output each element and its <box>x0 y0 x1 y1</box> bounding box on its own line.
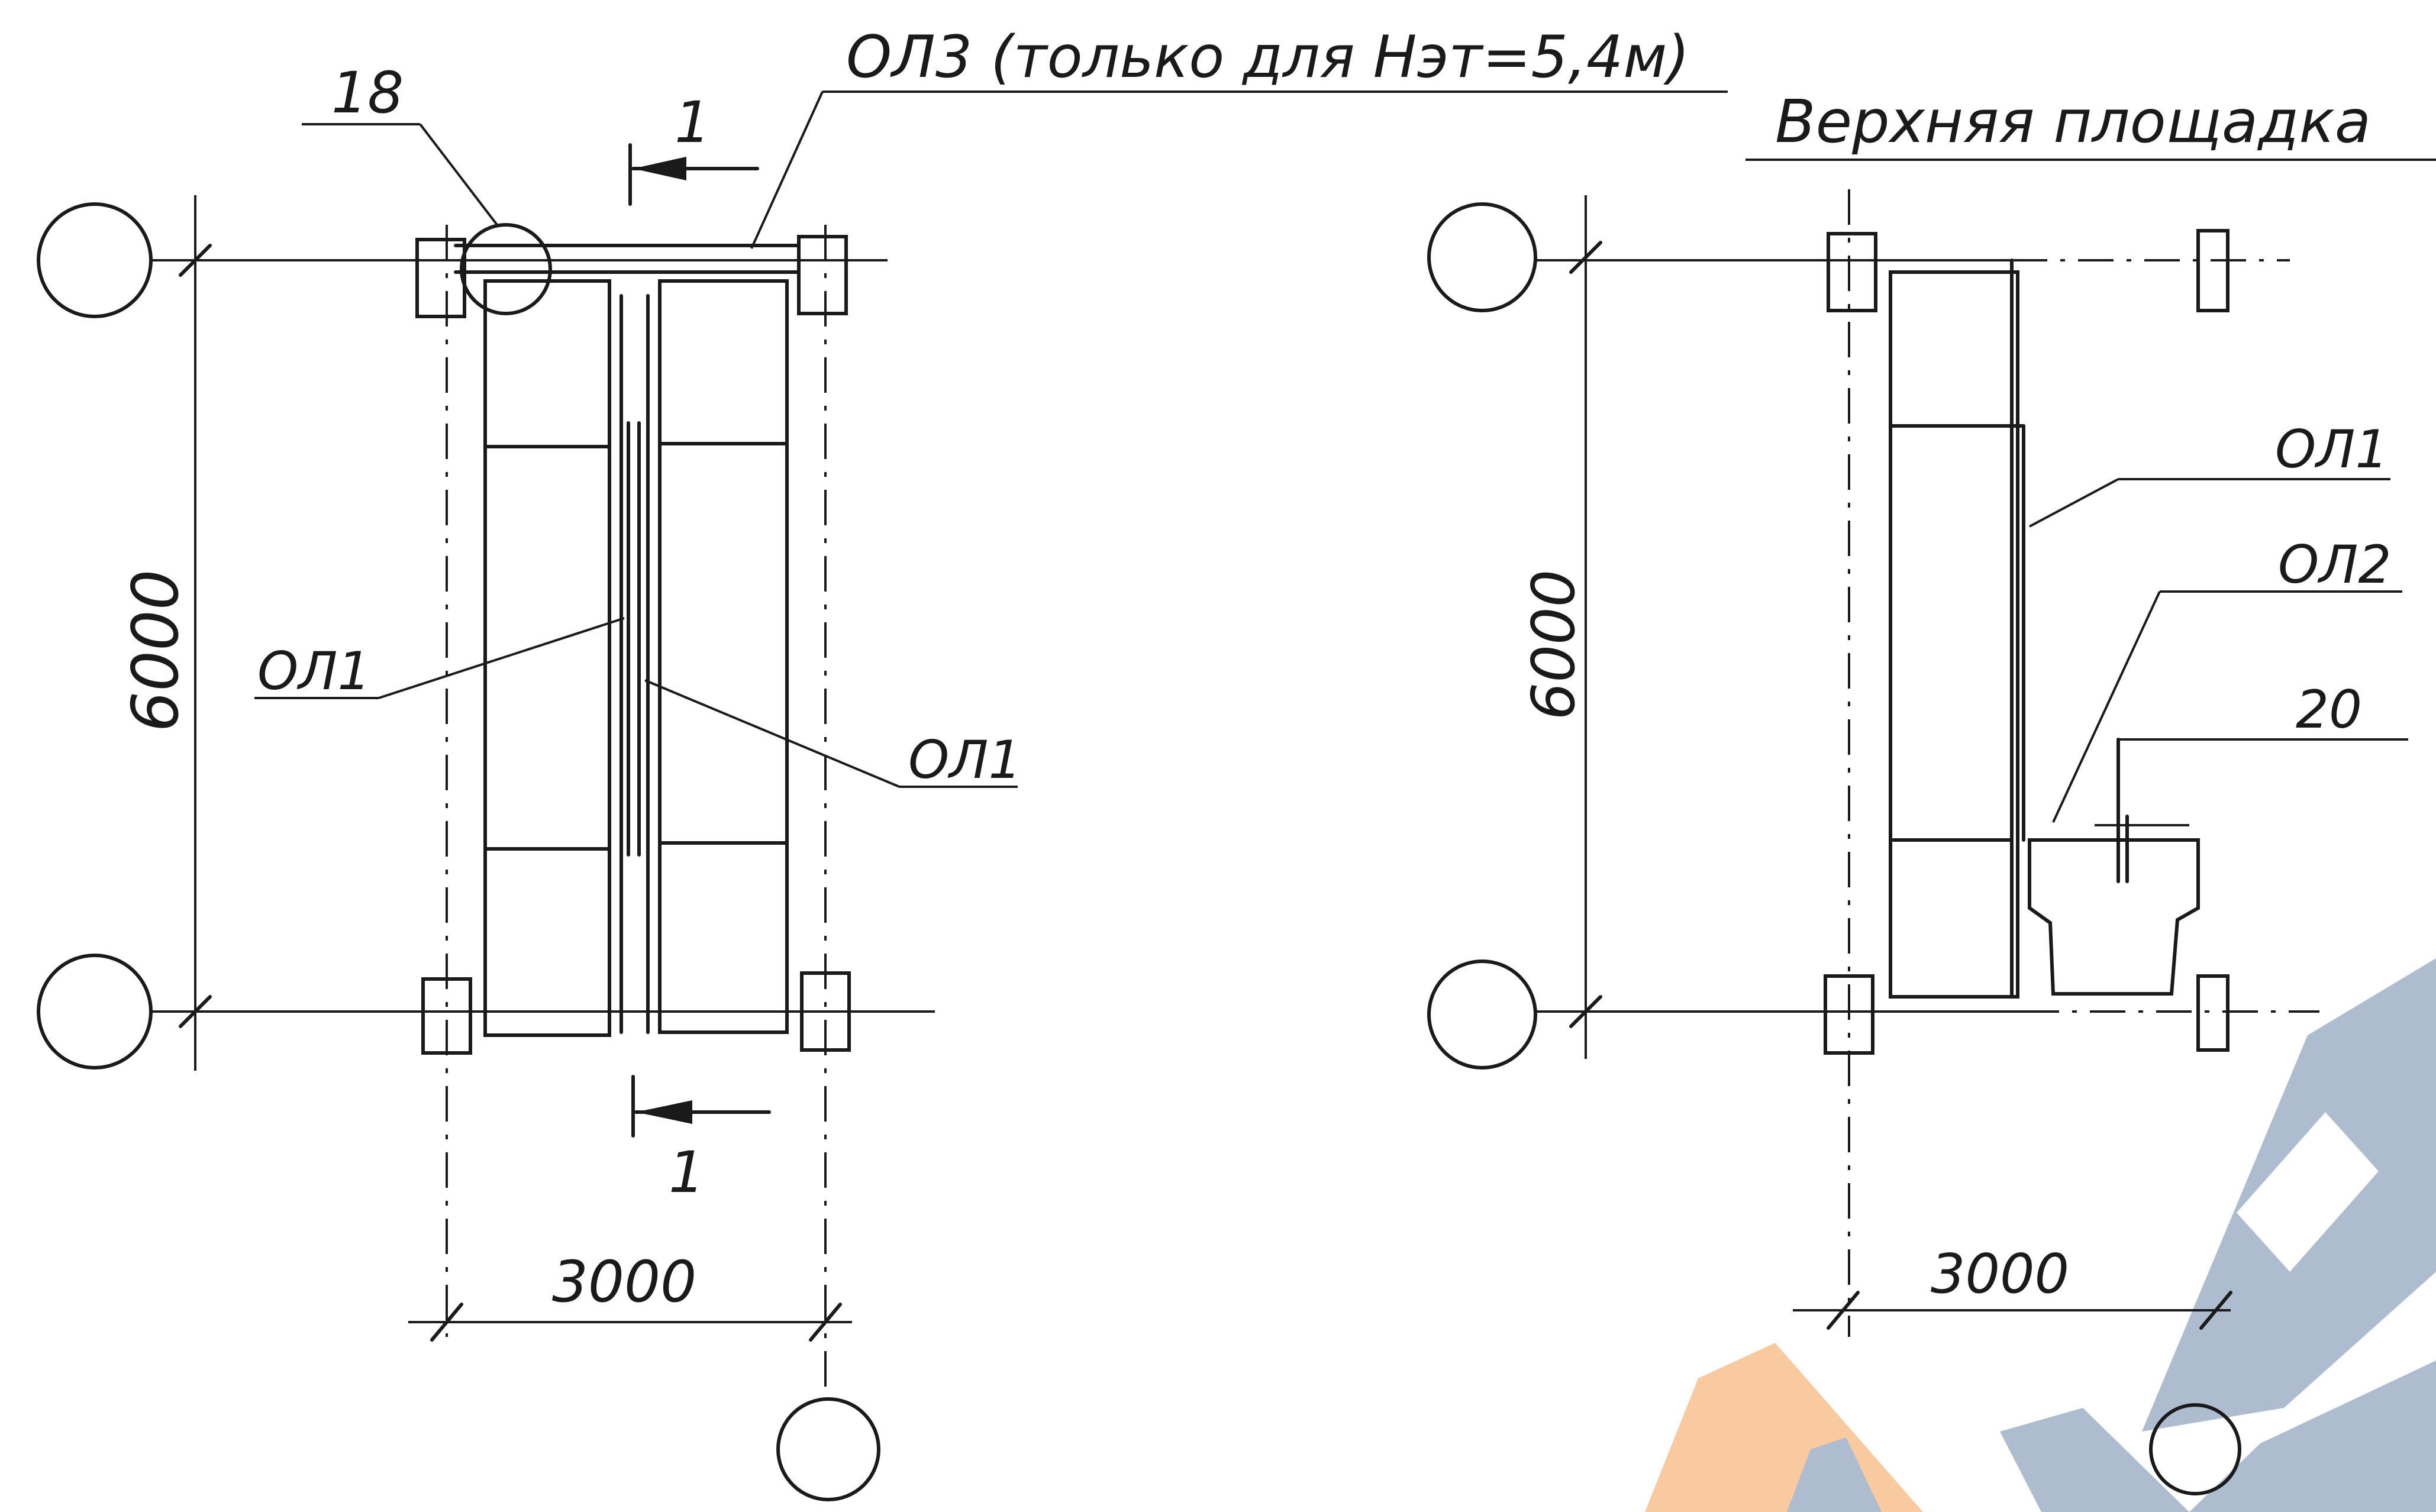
leader-line <box>2029 478 2119 528</box>
dimension-tick <box>809 1303 842 1342</box>
dimension-tick <box>1569 995 1602 1028</box>
dim-horizontal-label-right: 3000 <box>1931 1242 2069 1306</box>
section-bottom-label: 1 <box>669 1139 705 1206</box>
dim-vertical-label: 6000 <box>119 570 193 732</box>
label-ol2: ОЛ2 <box>2278 534 2391 595</box>
label-gap: 20 <box>2296 679 2362 740</box>
detail-ref-label: 18 <box>331 60 404 126</box>
section-arrowhead <box>633 157 686 180</box>
watermark-white-cut <box>2237 1112 2379 1272</box>
dimension-tick <box>179 995 212 1028</box>
leader-line <box>750 91 824 249</box>
watermark <box>1645 958 2436 1512</box>
column <box>1827 232 1877 312</box>
column <box>2196 229 2229 312</box>
stair-flight <box>1889 270 2019 999</box>
dim-vertical-label-right: 6000 <box>1519 570 1588 721</box>
detail-circle <box>460 223 552 315</box>
label-left: ОЛ1 <box>257 641 370 702</box>
grid-bubble <box>1427 959 1537 1070</box>
column <box>1824 974 1874 1055</box>
dimension-tick <box>1827 1291 1860 1330</box>
grid-bubble <box>37 202 153 318</box>
grid-bubble <box>37 954 153 1070</box>
dimension-tick <box>179 244 212 277</box>
grid-bubble <box>776 1397 880 1501</box>
watermark-blue-arrow <box>2000 1408 2189 1512</box>
grid-bubble <box>2149 1403 2241 1495</box>
leader-line <box>644 679 900 788</box>
column <box>421 977 472 1055</box>
watermark-orange-stripe <box>1645 1343 1923 1512</box>
label-right: ОЛ1 <box>908 729 1021 790</box>
dimension-tick <box>430 1303 463 1342</box>
landing-element-ol2 <box>2028 838 2200 996</box>
watermark-blue-base <box>2189 1361 2436 1512</box>
callout-top-label: ОЛ3 (только для Нэт=5,4м) <box>846 24 1690 91</box>
section-arrowhead <box>636 1100 692 1124</box>
dimension-tick <box>2199 1291 2232 1330</box>
column <box>2196 974 2229 1052</box>
leader-line <box>378 617 625 699</box>
dimension-tick <box>1569 241 1602 274</box>
grid-bubble <box>1427 202 1537 312</box>
column <box>797 235 848 315</box>
leader-line <box>419 123 498 226</box>
stair-flight-right <box>658 279 789 1034</box>
column <box>800 971 851 1052</box>
right-plan: Верхняя площадка 6000 3000 <box>1427 87 2436 1495</box>
column <box>415 238 466 318</box>
left-plan: 6000 3000 18 ОЛ3 (тол <box>37 24 1728 1501</box>
label-ol1: ОЛ1 <box>2275 419 2388 480</box>
dim-horizontal-label: 3000 <box>552 1249 696 1315</box>
watermark-blue-small <box>1787 1437 1882 1512</box>
section-top-label: 1 <box>675 89 711 156</box>
right-plan-title: Верхняя площадка <box>1775 87 2371 156</box>
leader-line <box>2052 591 2161 823</box>
